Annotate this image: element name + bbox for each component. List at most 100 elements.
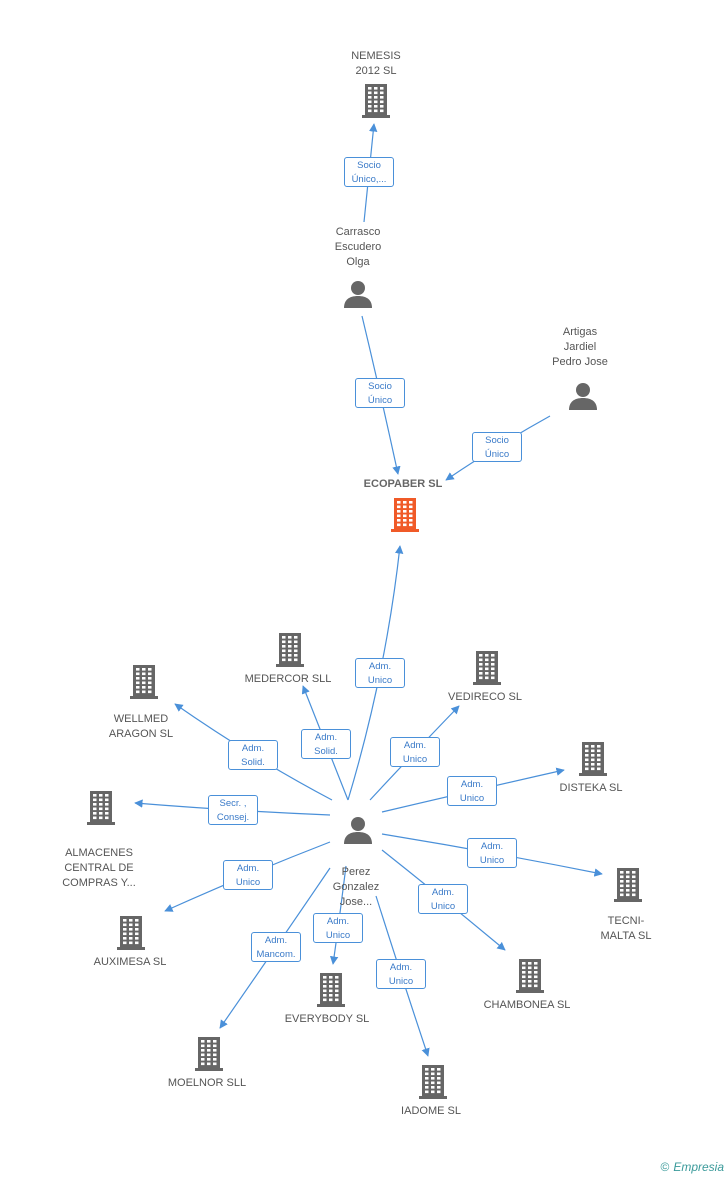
edge-label-line: Socio xyxy=(485,435,509,446)
edge-label-iadome[interactable]: Adm.Unico xyxy=(376,959,426,989)
node-label-line: CENTRAL DE xyxy=(64,861,134,874)
edge-label-almacenes[interactable]: Secr. , Consej. xyxy=(208,795,258,825)
node-label[interactable]: MEDERCOR SLL xyxy=(213,672,363,687)
edge-label-medercor[interactable]: Adm. Solid. xyxy=(301,729,351,759)
edge-label-line: Unico xyxy=(367,675,393,686)
edge-label-line: Adm. xyxy=(460,779,484,790)
edge-label-disteka[interactable]: Adm. Unico xyxy=(447,776,497,806)
person-icon-wrap[interactable] xyxy=(568,382,598,415)
building-icon-wrap[interactable] xyxy=(419,1065,447,1104)
edge-label-line: Unico xyxy=(402,754,428,765)
building-icon-wrap[interactable] xyxy=(579,742,607,781)
edge-label-line: Secr. , xyxy=(219,798,247,809)
edge-label-line: Único xyxy=(484,449,510,460)
node-label[interactable]: WELLMED ARAGON SL xyxy=(66,712,216,742)
node-label-line: MEDERCOR SLL xyxy=(244,672,332,685)
edge-label-line: Adm. xyxy=(236,863,260,874)
building-icon xyxy=(419,1065,447,1099)
person-icon xyxy=(344,281,372,308)
person-icon-wrap[interactable] xyxy=(343,280,373,313)
edge-label-line: Unico xyxy=(479,855,505,866)
building-icon xyxy=(317,973,345,1007)
node-label[interactable]: TECNI- MALTA SL xyxy=(551,914,701,944)
building-icon-wrap[interactable] xyxy=(614,868,642,907)
node-label-line: Jardiel xyxy=(563,340,597,353)
edge-label-ecopaber[interactable]: Adm.Unico xyxy=(355,658,405,688)
node-label-line: ALMACENES xyxy=(65,846,133,859)
building-icon xyxy=(614,868,642,902)
node-label-line: Artigas xyxy=(562,325,598,338)
node-label[interactable]: EVERYBODY SL xyxy=(252,1012,402,1027)
building-icon xyxy=(117,916,145,950)
node-label[interactable]: CHAMBONEA SL xyxy=(452,998,602,1013)
edge-label-line: Adm. xyxy=(403,740,427,751)
node-label-line: IADOME SL xyxy=(401,1104,461,1117)
building-icon-wrap[interactable] xyxy=(130,665,158,704)
node-label[interactable]: MOELNOR SLL xyxy=(132,1076,282,1091)
edge-label-line: Solid. xyxy=(314,746,338,757)
node-label-line: CHAMBONEA SL xyxy=(483,998,571,1011)
node-label-line: MALTA SL xyxy=(600,929,652,942)
node-label-line: ARAGON SL xyxy=(108,727,174,740)
building-icon-wrap[interactable] xyxy=(117,916,145,955)
edge-label-line: Solid. xyxy=(241,757,265,768)
building-icon xyxy=(579,742,607,776)
person-icon-wrap[interactable] xyxy=(343,816,373,849)
building-icon-wrap[interactable] xyxy=(195,1037,223,1076)
building-icon xyxy=(195,1037,223,1071)
building-icon xyxy=(362,84,390,118)
brand-logo[interactable]: Empresia xyxy=(673,1160,724,1174)
edge-label-wellmed[interactable]: Adm. Solid. xyxy=(228,740,278,770)
edge-label-line: Adm. xyxy=(314,732,338,743)
node-label-line: MOELNOR SLL xyxy=(167,1076,247,1089)
node-label-line: NEMESIS xyxy=(351,50,401,62)
node-label[interactable]: DISTEKA SL xyxy=(516,781,666,796)
building-icon-wrap[interactable] xyxy=(391,498,419,537)
building-icon xyxy=(391,498,419,532)
node-label[interactable]: VEDIRECO SL xyxy=(410,690,560,705)
edge-label-line: Adm. xyxy=(241,743,265,754)
edge-label-line: Consej. xyxy=(216,812,250,823)
node-label-line: ECOPABER SL xyxy=(363,477,443,490)
node-label[interactable]: AUXIMESA SL xyxy=(55,955,205,970)
node-label-line: WELLMED xyxy=(113,712,169,725)
edge-label-chambonea[interactable]: Adm. Unico xyxy=(418,884,468,914)
building-icon xyxy=(130,665,158,699)
building-icon xyxy=(276,633,304,667)
node-label-line: Gonzalez xyxy=(332,880,380,893)
building-icon-wrap[interactable] xyxy=(317,973,345,1012)
node-label-line: Olga xyxy=(346,255,370,268)
building-icon xyxy=(516,959,544,993)
node-label[interactable]: ECOPABER SL xyxy=(328,477,478,492)
building-icon xyxy=(87,791,115,825)
node-label[interactable]: IADOME SL xyxy=(356,1104,506,1119)
edge-label-line: Unico xyxy=(430,901,456,912)
building-icon-wrap[interactable] xyxy=(473,651,501,690)
node-label-line: DISTEKA SL xyxy=(559,781,623,794)
node-label-line: Perez xyxy=(341,865,371,878)
edge-label-everybody[interactable]: Adm.Unico xyxy=(313,913,363,943)
node-label-line: TECNI- xyxy=(607,914,645,927)
building-icon-wrap[interactable] xyxy=(276,633,304,672)
edge-label-line: Adm. xyxy=(389,962,413,973)
edge-label-line: Unico xyxy=(459,793,485,804)
building-icon xyxy=(473,651,501,685)
building-icon-wrap[interactable] xyxy=(362,84,390,123)
building-icon-wrap[interactable] xyxy=(516,959,544,998)
edge-label-line: Único xyxy=(367,395,393,406)
edge-label-line: Adm. xyxy=(431,887,455,898)
edge-label-auximesa[interactable]: Adm.Unico xyxy=(223,860,273,890)
building-icon-wrap[interactable] xyxy=(87,791,115,830)
edge-label-tecnimalta[interactable]: Adm.Unico xyxy=(467,838,517,868)
edge-label-moelnor[interactable]: Adm.Mancom. xyxy=(251,932,301,962)
person-icon xyxy=(569,383,597,410)
edge-label-vedireco[interactable]: Adm. Unico xyxy=(390,737,440,767)
